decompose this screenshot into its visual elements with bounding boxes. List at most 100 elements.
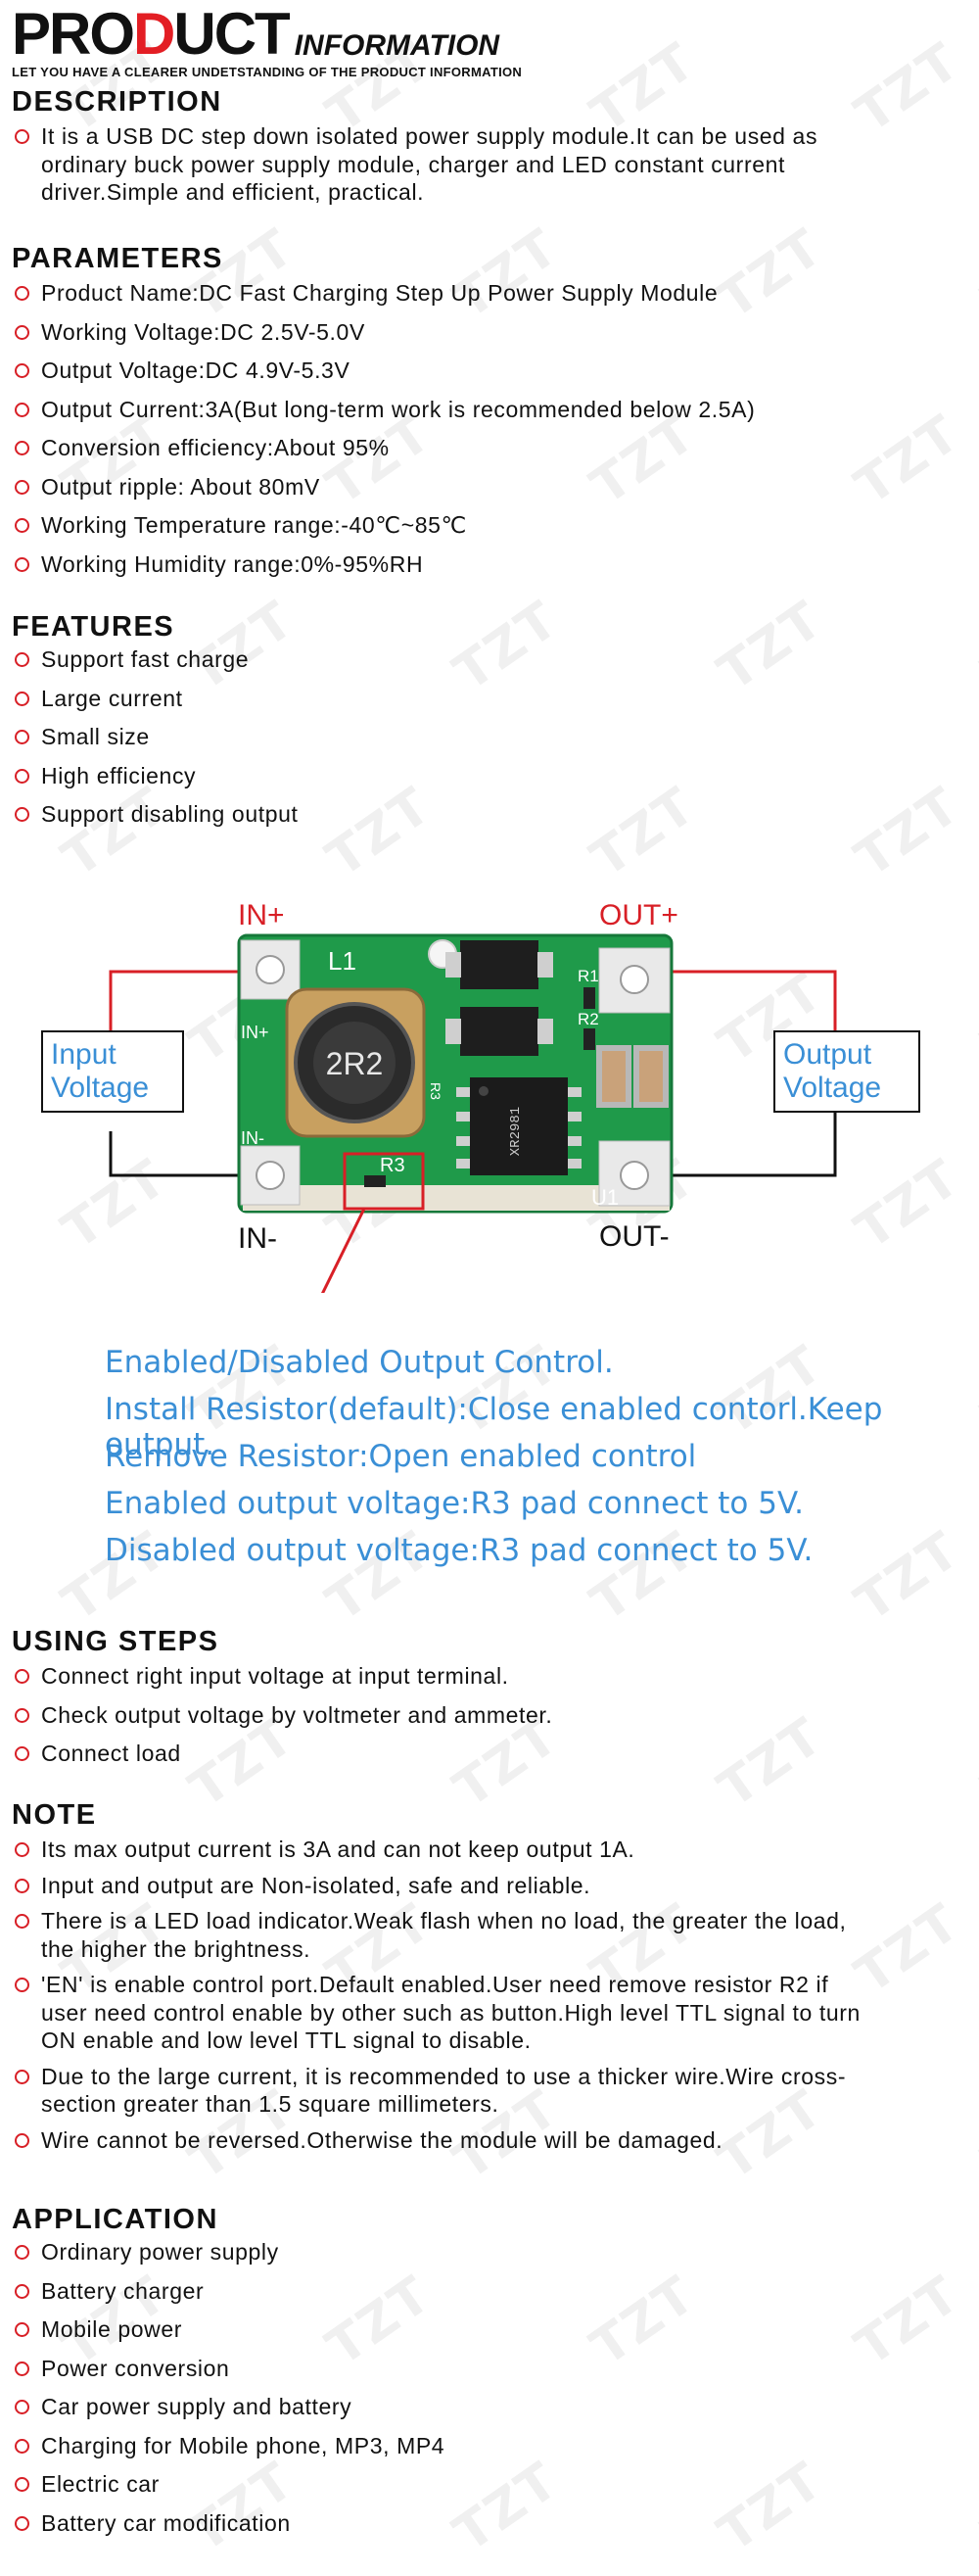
output-voltage-box: Output Voltage (773, 1030, 920, 1113)
inductor-core-inner (313, 1022, 396, 1104)
list-item: It is a USB DC step down isolated power … (12, 122, 854, 207)
label-in-plus: IN+ (238, 899, 285, 931)
enable-note-3: Remove Resistor:Open enabled control (105, 1439, 697, 1474)
bullet-icon (15, 768, 29, 784)
diode-top (460, 940, 538, 989)
list-item-text: Mobile power (41, 2316, 182, 2342)
list-item-text: Working Humidity range:0%-95%RH (41, 550, 424, 577)
resistor-r2 (583, 1028, 595, 1050)
watermark-text: TZT (972, 2451, 979, 2564)
list-item-text: Its max output current is 3A and can not… (41, 1837, 635, 1862)
using-steps-list: Connect right input voltage at input ter… (12, 1662, 952, 1768)
list-item-text: Output Voltage:DC 4.9V-5.3V (41, 358, 350, 383)
list-item-text: Car power supply and battery (41, 2394, 352, 2419)
r3-highlight-box (343, 1152, 425, 1211)
list-item-text: Product Name:DC Fast Charging Step Up Po… (41, 280, 719, 306)
board-label-l1: L1 (328, 946, 356, 976)
page-header: PRODUCT INFORMATION LET YOU HAVE A CLEAR… (12, 5, 522, 80)
list-item-text: Ordinary power supply (41, 2239, 279, 2265)
list-item-text: Battery car modification (41, 2509, 291, 2536)
bullet-icon (15, 2361, 29, 2376)
bullet-icon (15, 2438, 29, 2454)
wiring-diagram: L1 R3 R1 R2 R3 U1 IN+ IN- 2R2 XR2981 IN+… (0, 882, 979, 1568)
bullet-icon (15, 2069, 29, 2084)
list-item: Small size (12, 723, 952, 751)
list-item-text: Output Current:3A(But long-term work is … (41, 396, 756, 422)
description-title: DESCRIPTION (12, 86, 222, 118)
pad-in-plus-hole (256, 955, 285, 984)
list-item-text: Charging for Mobile phone, MP3, MP4 (41, 2432, 445, 2458)
list-item: Working Temperature range:-40℃~85℃ (12, 511, 952, 540)
list-item-text: Check output voltage by voltmeter and am… (41, 1701, 553, 1728)
bullet-icon (15, 324, 29, 340)
list-item: Electric car (12, 2470, 952, 2499)
parameters-list: Product Name:DC Fast Charging Step Up Po… (12, 279, 952, 578)
bullet-icon (15, 2477, 29, 2492)
bullet-icon (15, 1878, 29, 1893)
board-label-inm: IN- (241, 1128, 264, 1148)
diode-bottom-lead-a (445, 1019, 461, 1044)
chip-marking: XR2981 (508, 1107, 524, 1156)
bullet-icon (15, 691, 29, 706)
ic-pin (456, 1087, 470, 1097)
list-item: Output ripple: About 80mV (12, 473, 952, 501)
parameters-section: PARAMETERS Product Name:DC Fast Charging… (12, 243, 952, 578)
list-item: Wire cannot be reversed.Otherwise the mo… (12, 2126, 873, 2155)
watermark-text: TZT (845, 31, 971, 145)
list-item: Output Current:3A(But long-term work is … (12, 396, 952, 424)
bullet-icon (15, 652, 29, 667)
output-voltage-line1: Output (783, 1038, 872, 1071)
header-information-word: INFORMATION (294, 29, 500, 62)
note-section: NOTE Its max output current is 3A and ca… (12, 1799, 873, 2154)
enable-note-2: Install Resistor(default):Close enabled … (105, 1392, 883, 1462)
list-item-text: 'EN' is enable control port.Default enab… (41, 1972, 861, 2053)
list-item-text: Working Temperature range:-40℃~85℃ (41, 512, 467, 538)
watermark-text: TZT (972, 2078, 979, 2192)
bullet-icon (15, 1669, 29, 1684)
list-item: Battery car modification (12, 2509, 952, 2538)
bullet-icon (15, 363, 29, 378)
list-item-text: Support fast charge (41, 646, 250, 672)
list-item-text: Working Voltage:DC 2.5V-5.0V (41, 318, 365, 345)
bullet-icon (15, 1842, 29, 1857)
description-list: It is a USB DC step down isolated power … (12, 122, 854, 207)
bullet-icon (15, 2400, 29, 2414)
list-item-text: Connect right input voltage at input ter… (41, 1663, 509, 1689)
list-item: Ordinary power supply (12, 2238, 952, 2266)
bullet-icon (15, 129, 29, 144)
ic-pin (568, 1136, 582, 1146)
board-label-side: R3 (428, 1082, 443, 1100)
note-list: Its max output current is 3A and can not… (12, 1836, 873, 2154)
diode-top-lead-b (537, 952, 553, 978)
pad-out-minus-hole (620, 1161, 649, 1190)
list-item: Conversion efficiency:About 95% (12, 434, 952, 462)
parameters-title: PARAMETERS (12, 243, 223, 274)
input-voltage-line2: Voltage (51, 1072, 150, 1104)
list-item: High efficiency (12, 762, 952, 790)
list-item: Battery charger (12, 2277, 952, 2306)
resistor-r1 (583, 987, 595, 1009)
bullet-icon (15, 556, 29, 572)
list-item-text: Electric car (41, 2471, 160, 2497)
bullet-icon (15, 2245, 29, 2260)
features-title: FEATURES (12, 611, 175, 643)
using-steps-title: USING STEPS (12, 1626, 219, 1657)
output-minus-wire (641, 1107, 837, 1177)
ic-pin (456, 1112, 470, 1121)
bullet-icon (15, 2515, 29, 2531)
bullet-icon (15, 2322, 29, 2337)
bullet-icon (15, 479, 29, 495)
bullet-icon (15, 1707, 29, 1723)
label-out-plus: OUT+ (599, 899, 678, 931)
list-item: Connect right input voltage at input ter… (12, 1662, 952, 1691)
ic-dot (479, 1086, 489, 1096)
bullet-icon (15, 402, 29, 417)
watermark-text: TZT (972, 217, 979, 331)
diode-bottom (460, 1007, 538, 1056)
inductor-label: 2R2 (326, 1046, 384, 1081)
pcb-edge (243, 1185, 670, 1211)
header-product-red-letter: D (133, 1, 175, 67)
